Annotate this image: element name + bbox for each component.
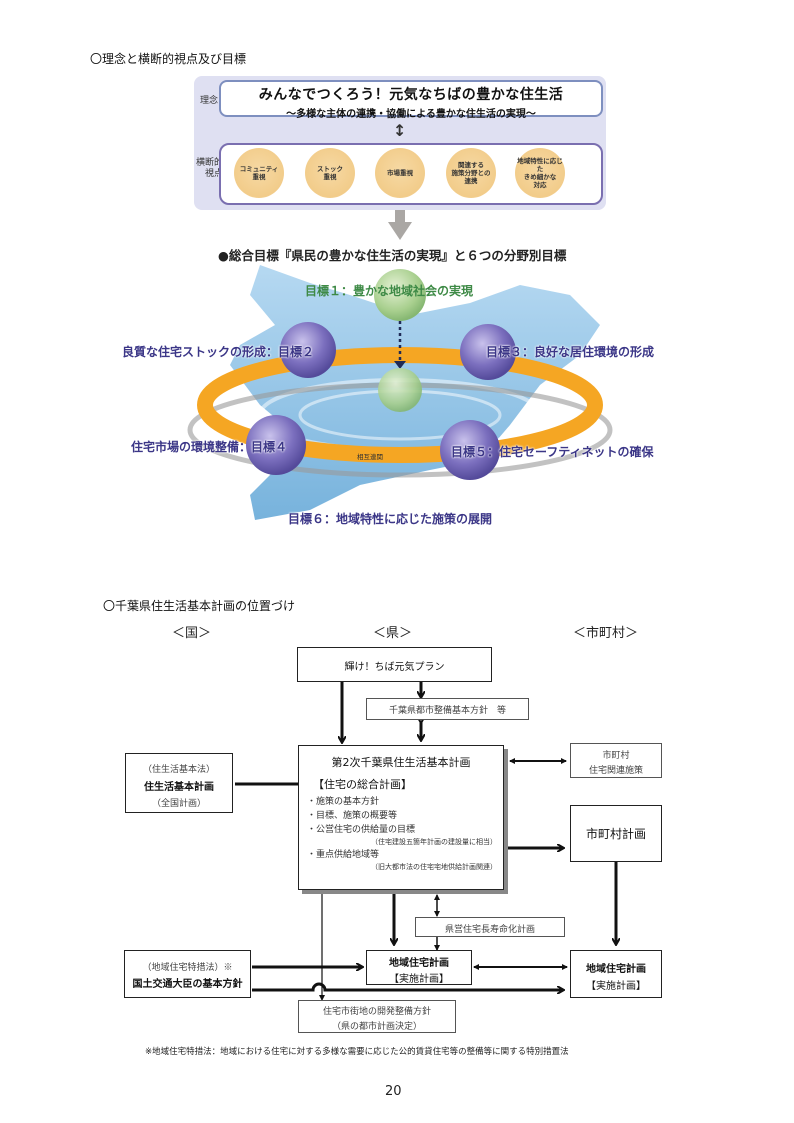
muni-plan-text: 市町村計画	[585, 827, 646, 841]
goal2-label: 良質な住宅ストックの形成：目標２	[122, 345, 315, 359]
urban-development-box: 住宅市街地の開発整備方針 （県の都市計画決定）	[298, 1000, 456, 1033]
urban-development-text: 住宅市街地の開発整備方針	[322, 1007, 431, 1017]
viewpoint-text: 施策分野との	[451, 169, 491, 177]
muni-plan-box: 市町村計画	[570, 805, 662, 862]
national-plan-box: （住生活基本法） 住生活基本計画 （全国計画）	[125, 753, 233, 813]
national-note-text: （全国計画）	[151, 799, 206, 809]
viewpoint-text: 市場重視	[387, 169, 413, 177]
viewpoint-label: 横断的な 視点	[196, 158, 232, 180]
goal3-sphere	[460, 324, 516, 380]
main-plan-box: 第2次千葉県住生活基本計画 【住宅の総合計画】 ・施策の基本方針 ・目標、施策の…	[298, 745, 504, 890]
main-plan-item: ・重点供給地域等	[307, 850, 380, 860]
column-municipal: ＜市町村＞	[573, 626, 639, 641]
viewpoint-label-line1: 横断的な	[196, 158, 233, 168]
goal5-sphere	[440, 420, 500, 480]
regional-plan-pref-sub: 【実施計画】	[389, 974, 449, 985]
goal3-label: 目標３：良好な居住環境の形成	[486, 345, 655, 359]
section-title-positioning: 〇千葉県住生活基本計画の位置づけ	[103, 599, 296, 613]
viewpoint-text: 重視	[323, 173, 337, 181]
goal1-label: 目標１：豊かな地域社会の実現	[305, 284, 474, 298]
goal-heading: ●総合目標『県民の豊かな住生活の実現』と６つの分野別目標	[218, 248, 567, 263]
arrow-minister-to-regional-muni	[252, 982, 563, 990]
viewpoint-label-line2: 視点	[205, 169, 224, 179]
viewpoint-related-fields: 関連する施策分野との連携	[446, 148, 496, 198]
viewpoint-community: コミュニティ重視	[234, 148, 284, 198]
chiba-genki-plan-box: 輝け！ちば元気プラン	[297, 647, 492, 682]
regional-plan-muni-sub: 【実施計画】	[586, 981, 646, 992]
urban-development-note: （県の都市計画決定）	[331, 1022, 422, 1032]
minister-policy-text: 国土交通大臣の基本方針	[132, 979, 243, 990]
page-number: 20	[385, 1084, 402, 1099]
footnote: ※地域住宅特措法：地域における住宅に対する多様な需要に応じた公的賃貸住宅等の整備…	[145, 1047, 569, 1057]
regional-plan-pref-box: 地域住宅計画 【実施計画】	[366, 950, 472, 985]
section-title-philosophy: 〇理念と横断的視点及び目標	[90, 52, 247, 66]
national-law-text: （住生活基本法）	[142, 765, 215, 775]
longevity-plan-box: 県営住宅長寿命化計画	[415, 917, 565, 937]
muni-policy-box: 市町村 住宅関連施策	[570, 743, 662, 778]
urban-policy-box: 千葉県都市整備基本方針 等	[366, 698, 529, 720]
muni-policy-text: 市町村	[602, 751, 630, 761]
viewpoint-text: ストック	[317, 165, 343, 173]
philosophy-label: 理念	[200, 96, 219, 106]
goal5-label: 目標５：住宅セーフティネットの確保	[451, 445, 654, 459]
viewpoint-text: 地域特性に応じた	[517, 157, 563, 173]
viewpoint-text: コミュニティ	[239, 165, 279, 173]
main-plan-item: ・目標、施策の概要等	[307, 811, 398, 821]
viewpoint-market: 市場重視	[375, 148, 425, 198]
goal4-label: 住宅市場の環境整備：目標４	[131, 440, 288, 454]
ring	[197, 347, 603, 463]
viewpoint-regional: 地域特性に応じたきめ細かな対応	[515, 148, 565, 198]
main-plan-item: ・施策の基本方針	[307, 797, 380, 807]
viewpoint-text: きめ細かな	[523, 173, 557, 181]
column-prefecture: ＜県＞	[373, 626, 413, 641]
down-arrow-icon	[388, 210, 412, 240]
goal-illustration	[187, 265, 613, 520]
main-plan-note: （住宅建設五箇年計画の建設量に相当）	[371, 838, 497, 846]
main-plan-item: ・公営住宅の供給量の目標	[307, 825, 416, 835]
goal6-label: 目標６：地域特性に応じた施策の展開	[288, 512, 493, 526]
goal4-sphere	[246, 415, 306, 475]
main-plan-title: 第2次千葉県住生活基本計画	[331, 756, 471, 769]
longevity-plan-text: 県営住宅長寿命化計画	[444, 925, 535, 935]
regional-plan-muni-title: 地域住宅計画	[586, 964, 646, 975]
minister-policy-box: （地域住宅特措法）※ 国土交通大臣の基本方針	[124, 950, 251, 998]
goal2-sphere	[280, 322, 336, 378]
double-arrow-icon: ↕	[393, 121, 407, 140]
regional-plan-muni-box: 地域住宅計画 【実施計画】	[570, 950, 662, 998]
urban-policy-text: 千葉県都市整備基本方針 等	[388, 706, 506, 716]
main-plan-subtitle: 【住宅の総合計画】	[313, 778, 412, 791]
viewpoint-text: 連携	[464, 177, 478, 185]
viewpoint-text: 重視	[252, 173, 266, 181]
chiba-genki-plan-text: 輝け！ちば元気プラン	[344, 662, 445, 673]
center-sphere	[378, 368, 422, 412]
viewpoint-stock: ストック重視	[305, 148, 355, 198]
philosophy-main-text: みんなでつくろう！元気なちばの豊かな住生活	[258, 87, 564, 103]
national-plan-text: 住生活基本計画	[144, 782, 214, 793]
muni-policy-text: 住宅関連施策	[588, 766, 643, 776]
viewpoint-text: 対応	[533, 181, 547, 189]
viewpoint-text: 関連する	[458, 161, 484, 169]
regional-plan-pref-title: 地域住宅計画	[389, 958, 449, 969]
philosophy-sub-text: ～多様な主体の連携・協働による豊かな住生活の実現～	[286, 109, 536, 120]
philosophy-box: みんなでつくろう！元気なちばの豊かな住生活 ～多様な主体の連携・協働による豊かな…	[219, 80, 603, 120]
goal1-sphere	[374, 269, 426, 321]
special-law-text: （地域住宅特措法）※	[142, 963, 233, 973]
ring-label: 相互連関	[357, 453, 383, 461]
main-plan-note: （旧大都市法の住宅宅地供給計画関連）	[371, 863, 497, 871]
column-national: ＜国＞	[172, 626, 212, 641]
